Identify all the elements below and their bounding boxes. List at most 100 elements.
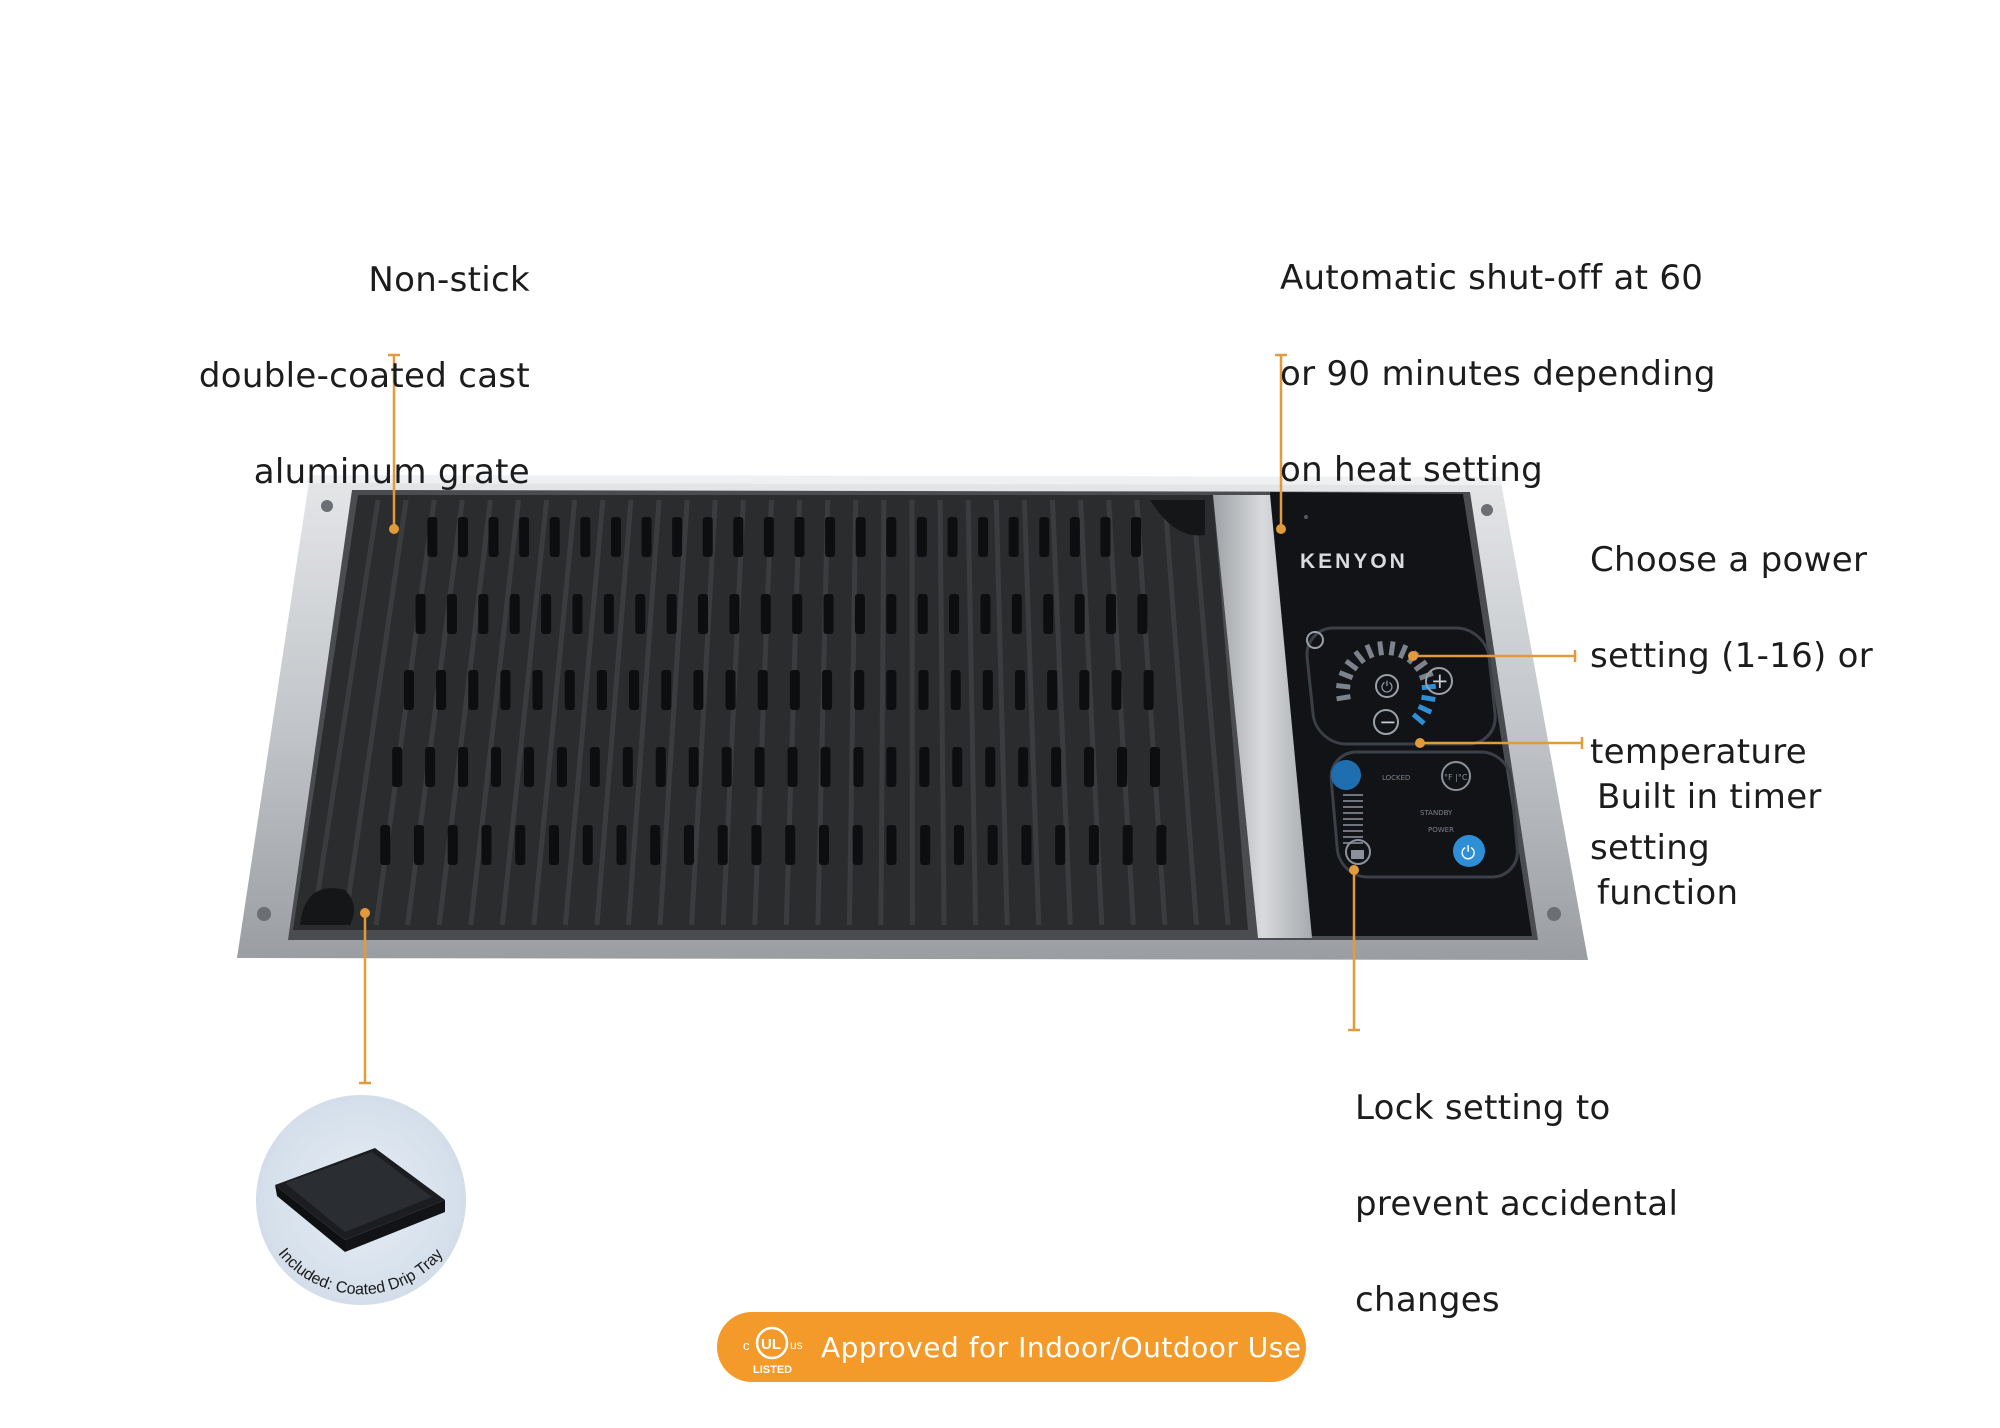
grate-slot (917, 594, 928, 634)
grate-ridge (626, 499, 662, 926)
screw (321, 500, 333, 512)
grate-slot (787, 747, 798, 787)
grate-slot (823, 594, 834, 634)
grate-ridge (846, 499, 859, 926)
grate-slot (1055, 825, 1066, 865)
grate-slot (985, 747, 996, 787)
grate-slot (425, 747, 436, 787)
grate-slot (481, 825, 492, 865)
grate-slot (952, 747, 963, 787)
callout-line: changes (1355, 1280, 1500, 1320)
grate-slot (589, 747, 600, 787)
power-icon: ⏻ (1381, 678, 1393, 696)
grate-slot (1047, 670, 1058, 710)
grate-slot (763, 517, 774, 557)
grate-slot (825, 517, 836, 557)
grate-slot (729, 594, 740, 634)
grate-slot (380, 825, 391, 865)
dial-tick (1364, 643, 1375, 659)
dial-tick (1398, 644, 1409, 659)
grate-slot (760, 594, 771, 634)
timer-callout: Built in timer function (1597, 725, 1822, 965)
power-setting-callout: Choose a power setting (1-16) or tempera… (1590, 488, 1873, 920)
grate-ridge (1021, 499, 1042, 926)
grate-slot (447, 825, 458, 865)
grate-slot (572, 594, 583, 634)
grate-slot (987, 825, 998, 865)
svg-text:UL: UL (761, 1336, 781, 1353)
timer-icon (1306, 631, 1324, 649)
grate-slot (1143, 670, 1154, 710)
grate-slot (1088, 825, 1099, 865)
lock-slider[interactable] (1343, 794, 1363, 844)
callout-line: function (1597, 873, 1739, 913)
dial-tick (1413, 659, 1428, 672)
lock-icon (1351, 850, 1364, 859)
grate-slot (1106, 594, 1117, 634)
grate-ridge (1162, 499, 1199, 926)
grate-slot (519, 517, 530, 557)
grate-slot (515, 825, 526, 865)
grate-ridge (937, 499, 947, 926)
lock-callout: Lock setting to prevent accidental chang… (1355, 1036, 1678, 1372)
unit-toggle-button[interactable] (1441, 761, 1471, 791)
grate-slot (622, 747, 633, 787)
grate-ridge (909, 499, 915, 926)
plus-button[interactable] (1425, 667, 1453, 695)
lock-button[interactable] (1345, 839, 1371, 865)
approval-badge: c UL us LISTED Approved for Indoor/Outdo… (717, 1312, 1306, 1382)
approval-badge-text: Approved for Indoor/Outdoor Use (821, 1330, 1302, 1364)
grate-slot (721, 747, 732, 787)
grate-slot (1131, 517, 1142, 557)
grate-slot (757, 670, 768, 710)
dial-tick (1388, 641, 1396, 656)
callout-line: Built in timer (1597, 777, 1822, 817)
grate-slot (1084, 747, 1095, 787)
callout-line: Non-stick (368, 260, 530, 300)
grate-ridge (878, 499, 887, 926)
grate-corner-well (300, 888, 354, 925)
mode-button[interactable] (1331, 760, 1361, 790)
grate-ridge (468, 499, 522, 926)
callout-line: aluminum grate (253, 452, 530, 492)
grate-slot (855, 517, 866, 557)
grate-slot (403, 670, 414, 710)
grate-ridge (531, 499, 578, 926)
dial-tick (1421, 694, 1436, 703)
power-button[interactable] (1375, 674, 1399, 698)
grate-slot (582, 825, 593, 865)
standby-power-button[interactable] (1453, 835, 1485, 867)
grate-slot (616, 825, 627, 865)
grate-ridge (499, 499, 550, 926)
grate-slot (1039, 517, 1050, 557)
grate-slot (564, 670, 575, 710)
callout-line: prevent accidental (1355, 1184, 1679, 1224)
standby-label: STANDBY (1420, 809, 1453, 817)
grate-slot (688, 747, 699, 787)
grate-slot (603, 594, 614, 634)
grate-ridge (1190, 499, 1231, 926)
grate-ridge (562, 499, 606, 926)
grate-slot (458, 747, 469, 787)
grate-slot (918, 670, 929, 710)
grate-slot (751, 825, 762, 865)
grate-slot (596, 670, 607, 710)
grate-slot (1074, 594, 1085, 634)
grate-slot (392, 747, 403, 787)
grate-slot (1011, 594, 1022, 634)
grate-slot (610, 517, 621, 557)
grate-slot (717, 825, 728, 865)
minus-button[interactable] (1373, 709, 1399, 735)
grate-slot (1015, 670, 1026, 710)
grate-slot (1122, 825, 1133, 865)
grate-slot (818, 825, 829, 865)
grate-slot (457, 517, 468, 557)
grate-ridges (310, 499, 1231, 926)
grate-slot (509, 594, 520, 634)
grate-slot (733, 517, 744, 557)
grate-slot (1069, 517, 1080, 557)
dial-tick (1421, 683, 1437, 691)
grate-slot (789, 670, 800, 710)
callout-line: double-coated cast (198, 356, 530, 396)
grate-slot (641, 517, 652, 557)
